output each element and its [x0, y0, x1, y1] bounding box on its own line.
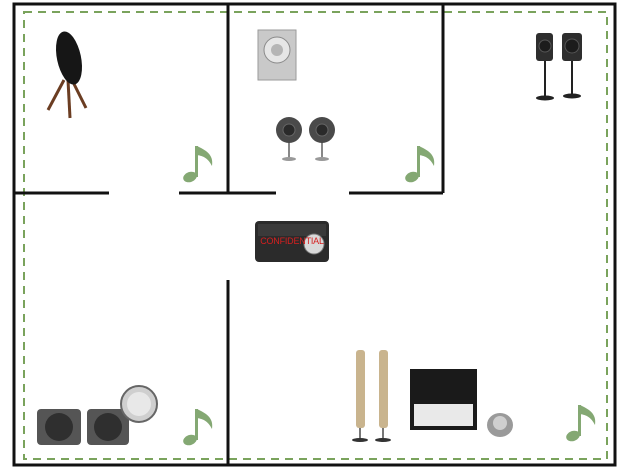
stand-speaker-pair[interactable] [536, 33, 582, 101]
confidential-watermark: CONFIDENTIAL [252, 236, 332, 246]
music-note-icon [182, 146, 213, 184]
tower-speaker-pair[interactable] [352, 350, 391, 442]
cube-speaker-pair[interactable] [37, 409, 129, 445]
music-note-icon [404, 146, 435, 184]
round-speaker[interactable] [121, 386, 157, 422]
wall-speaker-panel[interactable] [258, 30, 296, 80]
sphere-speaker-pair[interactable] [276, 117, 335, 161]
cone-speaker[interactable] [487, 413, 513, 437]
beoplay-a9-speaker[interactable] [48, 29, 86, 118]
music-note-icon [182, 409, 213, 447]
music-note-icon [565, 405, 596, 443]
tv-screen[interactable] [410, 369, 477, 430]
